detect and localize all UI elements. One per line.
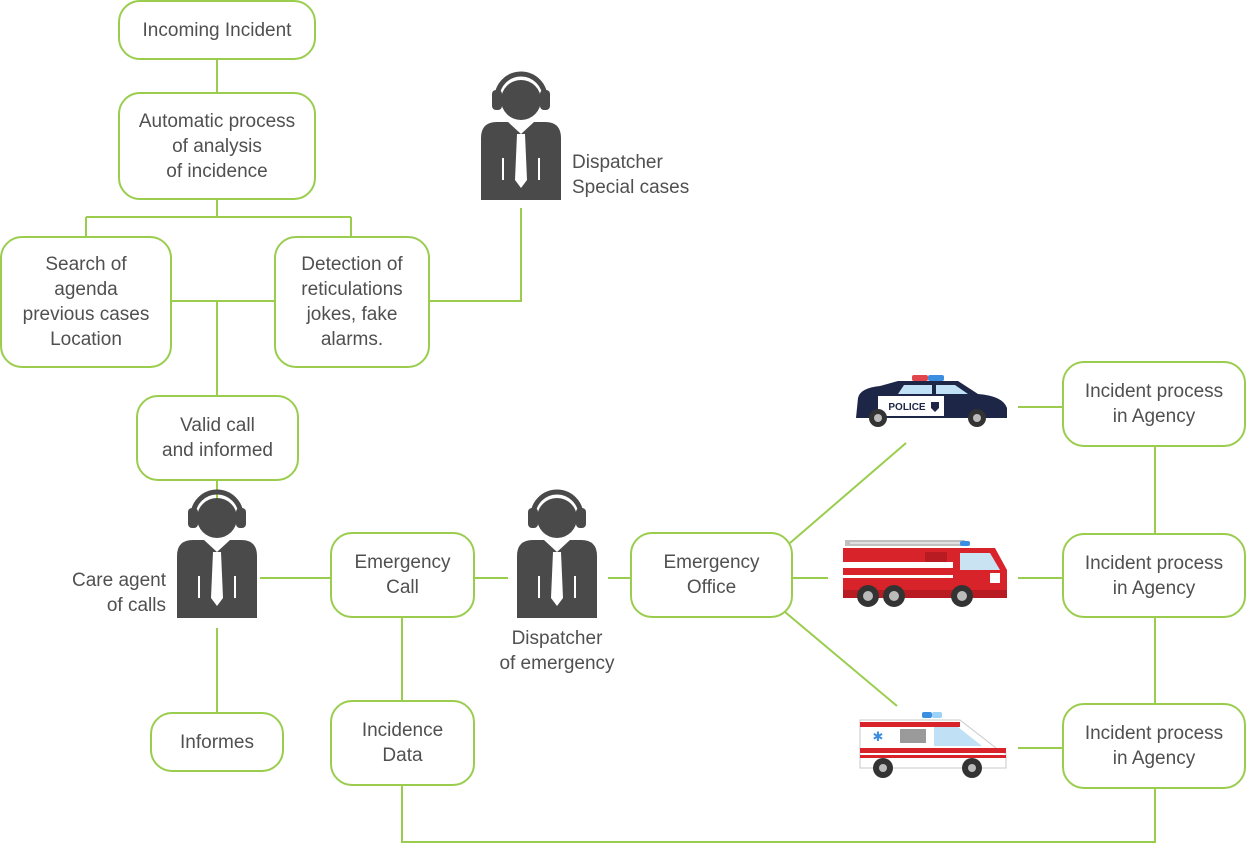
connector-lines [85, 60, 1156, 843]
dispatcher-emergency-line-2: of emergency [499, 653, 615, 674]
agency-fire-line-1: Incident process [1084, 552, 1224, 574]
valid-line-1: Valid call [180, 415, 255, 436]
detection-box: Detection of reticulations jokes, fake a… [274, 236, 430, 368]
valid-call-box: Valid call and informed [136, 395, 299, 481]
automatic-process-box: Automatic process of analysis of inciden… [118, 92, 316, 200]
emergency-office-line-2: Office [686, 577, 737, 598]
agency-police-line-2: in Agency [1112, 406, 1196, 427]
agency-ambulance-box: Incident process in Agency [1062, 703, 1246, 789]
agency-ambulance-line-1: Incident process [1084, 723, 1224, 744]
incidence-data-line-2: Data [382, 745, 423, 766]
fire-truck-icon [843, 540, 1007, 607]
care-agent-label: Care agent of calls [40, 568, 166, 618]
headset-person-icon [481, 74, 561, 200]
police-text: POLICE [888, 402, 926, 413]
emergency-office-box: Emergency Office [630, 532, 793, 618]
detection-line-4: alarms. [320, 329, 384, 350]
dispatcher-special-label: Dispatcher Special cases [572, 150, 689, 200]
emergency-call-line-2: Call [386, 577, 419, 598]
detection-line-1: Detection of [301, 254, 403, 275]
search-agenda-box: Search of agenda previous cases Location [0, 236, 172, 368]
special-line-2: Special cases [572, 177, 690, 198]
svg-text:✱: ✱ [873, 730, 884, 745]
headset-person-icon [517, 492, 597, 618]
headset-person-icon [177, 492, 257, 618]
automatic-line-2: of analysis [172, 135, 262, 157]
care-agent-line-1: Care agent [71, 570, 166, 591]
detection-line-2: reticulations [301, 279, 403, 300]
emergency-call-box: Emergency Call [330, 532, 475, 618]
detection-line-3: jokes, fake [306, 304, 398, 325]
agency-police-line-1: Incident process [1084, 381, 1224, 402]
agency-fire-line-2: in Agency [1112, 577, 1196, 599]
search-line-3: previous cases [22, 304, 150, 325]
special-line-1: Dispatcher [572, 152, 663, 173]
police-car-icon: POLICE [856, 375, 1007, 427]
incoming-incident-box: Incoming Incident [118, 0, 316, 60]
incoming-line-1: Incoming Incident [142, 19, 292, 41]
valid-line-2: and informed [162, 440, 273, 461]
ambulance-icon: ✱ [859, 712, 1007, 778]
incidence-data-line-1: Incidence [361, 720, 444, 741]
incidence-data-box: Incidence Data [330, 700, 475, 786]
search-line-2: agenda [54, 279, 118, 300]
emergency-call-line-1: Emergency [354, 552, 451, 573]
dispatcher-emergency-line-1: Dispatcher [511, 628, 603, 649]
informes-box: Informes [150, 712, 284, 772]
agency-ambulance-line-2: in Agency [1112, 748, 1196, 769]
search-line-4: Location [50, 329, 122, 350]
informes-line-1: Informes [180, 731, 254, 753]
automatic-line-1: Automatic process [138, 110, 296, 132]
care-agent-line-2: of calls [106, 595, 166, 616]
agency-fire-box: Incident process in Agency [1062, 533, 1246, 618]
emergency-office-line-1: Emergency [663, 552, 760, 573]
agency-police-box: Incident process in Agency [1062, 361, 1246, 447]
search-line-1: Search of [45, 254, 127, 275]
automatic-line-3: of incidence [166, 160, 268, 182]
dispatcher-emergency-label: Dispatcher of emergency [487, 626, 627, 676]
